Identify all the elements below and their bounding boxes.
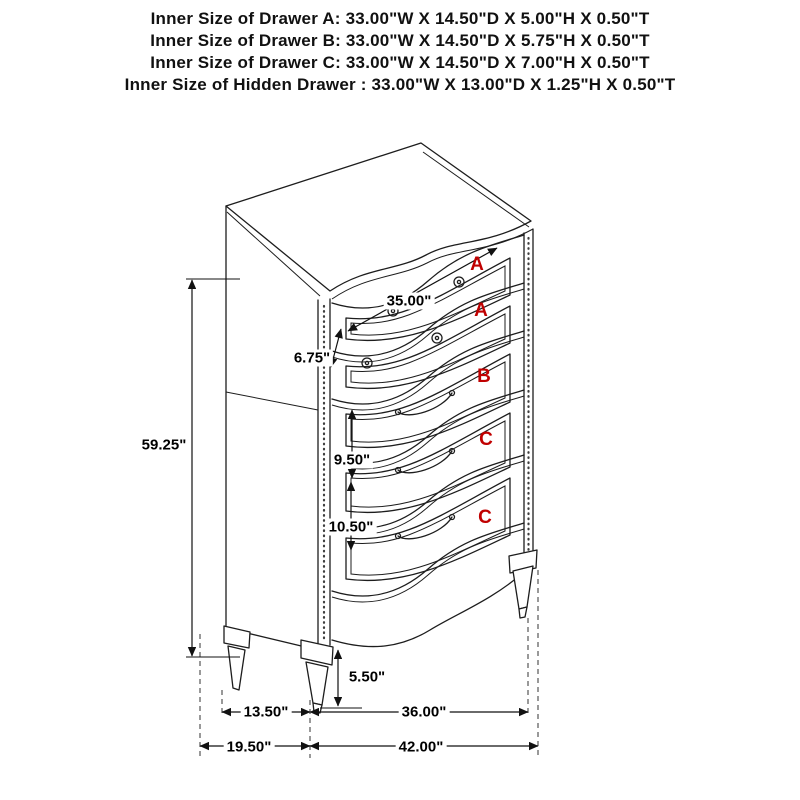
drawer-fronts bbox=[346, 258, 510, 580]
chest-left-side bbox=[226, 206, 318, 650]
dim-label-drawer-a-height: 6.75" bbox=[290, 349, 334, 367]
dim-label-width-total: 42.00" bbox=[395, 738, 447, 756]
spec-line-drawer-c: Inner Size of Drawer C: 33.00"W X 14.50"… bbox=[150, 53, 650, 72]
dim-label-drawer-width: 35.00" bbox=[383, 292, 435, 310]
dim-label-width-body: 36.00" bbox=[398, 703, 450, 721]
drawer-letter-c2: C bbox=[478, 507, 492, 528]
drawer-divides bbox=[332, 235, 524, 602]
spec-line-hidden-drawer: Inner Size of Hidden Drawer : 33.00"W X … bbox=[124, 75, 676, 94]
drawer-letter-c1: C bbox=[479, 429, 493, 450]
spec-header: Inner Size of Drawer A: 33.00"W X 14.50"… bbox=[0, 8, 800, 96]
drawer-letter-b: B bbox=[477, 366, 491, 387]
dim-label-drawer-c2-height: 10.50" bbox=[325, 518, 377, 536]
dim-label-depth-body: 13.50" bbox=[240, 703, 292, 721]
dim-label-leg-height: 5.50" bbox=[345, 668, 389, 686]
dim-label-drawer-c1-height: 9.50" bbox=[330, 451, 374, 469]
spec-line-drawer-a: Inner Size of Drawer A: 33.00"W X 14.50"… bbox=[150, 9, 650, 28]
drawer-letter-a2: A bbox=[474, 300, 488, 321]
drawer-letter-a1: A bbox=[470, 254, 484, 275]
spec-line-drawer-b: Inner Size of Drawer B: 33.00"W X 14.50"… bbox=[150, 31, 650, 50]
dim-label-total-height: 59.25" bbox=[138, 436, 190, 454]
chest-legs bbox=[224, 550, 537, 713]
dim-label-depth-total: 19.50" bbox=[223, 738, 275, 756]
